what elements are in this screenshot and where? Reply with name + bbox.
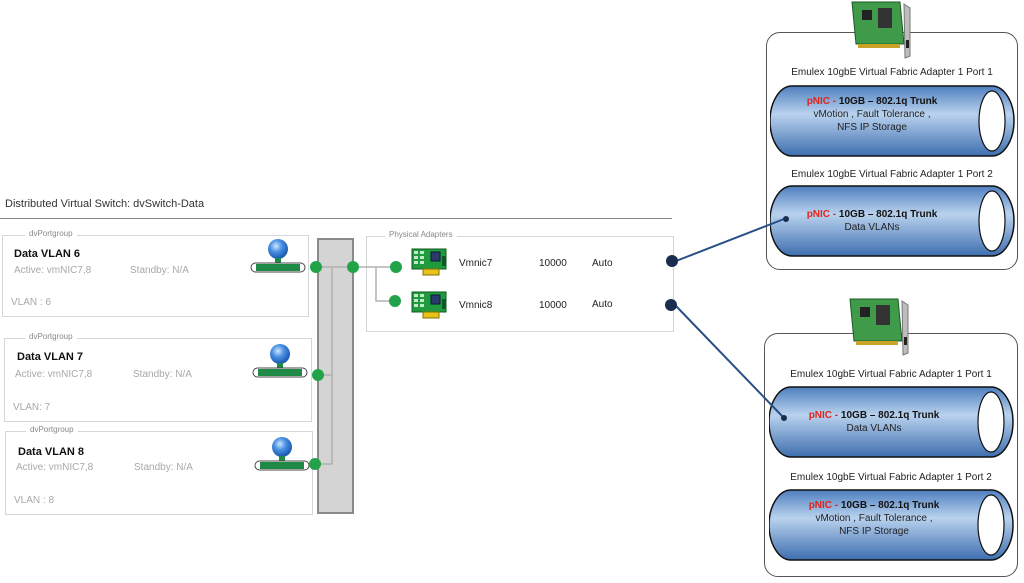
portgroup-name: Data VLAN 7 [17,351,84,363]
pnic-tag: pNIC [806,209,831,220]
pnic-usage: NFS IP Storage [839,526,909,537]
pnic-spec: 10GB – 802.1q Trunk [838,209,938,220]
portgroup-vlan: VLAN : 8 [14,495,55,506]
pnic-usage: vMotion , Fault Tolerance , [815,513,933,524]
adapter-label: Emulex 10gbE Virtual Fabric Adapter 1 Po… [790,472,992,483]
portgroup-icon [254,437,310,471]
portgroup-legend: dvPortgroup [26,425,78,434]
physical-adapters-panel: Physical Adapters Vmnic7 10000 Auto Vmni… [366,230,674,332]
adapter-label: Emulex 10gbE Virtual Fabric Adapter 1 Po… [790,369,992,380]
portgroup-active: Active: vmNIC7,8 [14,265,92,276]
portgroup-standby: Standby: N/A [133,369,192,380]
portgroup-vlan6[interactable]: dvPortgroup Data VLAN 6 Active: vmNIC7,8… [2,229,309,317]
portgroup-icon [252,344,308,378]
portgroup-vlan: VLAN : 6 [11,297,52,308]
portgroup-name: Data VLAN 8 [18,446,85,458]
portgroup-standby: Standby: N/A [134,462,193,473]
pnic-usage: NFS IP Storage [837,122,907,133]
host-2: Emulex 10gbE Virtual Fabric Adapter 1 Po… [764,333,1018,577]
pnic-pipe [769,386,1014,458]
pnic-usage: Data VLANs [844,222,900,233]
pnic-pipe-text: pNIC - 10GB – 802.1q Trunk vMotion , Fau… [769,499,979,538]
nic-duplex: Auto [592,258,613,269]
portgroup-name: Data VLAN 6 [14,248,81,260]
pnic-spec: 10GB – 802.1q Trunk [838,96,938,107]
adapter-label: Emulex 10gbE Virtual Fabric Adapter 1 Po… [791,169,993,180]
pnic-pipe [769,489,1014,561]
pci-card-icon [849,298,909,356]
pnic-pipe-text: pNIC - 10GB – 802.1q Trunk Data VLANs [769,409,979,435]
nic-speed: 10000 [539,300,567,311]
pnic-tag: pNIC [808,410,833,421]
portgroup-standby: Standby: N/A [130,265,189,276]
nic-speed: 10000 [539,258,567,269]
portgroup-vlan8[interactable]: dvPortgroup Data VLAN 8 Active: vmNIC7,8… [5,425,313,515]
pnic-pipe [770,185,1015,257]
pnic-spec: 10GB – 802.1q Trunk [840,500,940,511]
pnic-pipe-text: pNIC - 10GB – 802.1q Trunk Data VLANs [767,208,977,234]
portgroup-active: Active: vmNIC7,8 [15,369,93,380]
pnic-spec: 10GB – 802.1q Trunk [840,410,940,421]
physical-adapters-legend: Physical Adapters [385,230,457,239]
pnic-pipe-text: pNIC - 10GB – 802.1q Trunk vMotion , Fau… [767,95,977,134]
nic-duplex: Auto [592,299,613,310]
title-divider [0,218,672,219]
pnic-tag: pNIC [806,96,831,107]
pnic-tag: pNIC [808,500,833,511]
adapter-label: Emulex 10gbE Virtual Fabric Adapter 1 Po… [791,67,993,78]
host-1: Emulex 10gbE Virtual Fabric Adapter 1 Po… [766,32,1018,270]
pci-card-icon [851,1,911,59]
nic-card-icon [411,248,447,276]
nic-name: Vmnic8 [459,300,493,311]
portgroup-icon [250,239,306,273]
portgroup-legend: dvPortgroup [25,332,77,341]
portgroup-legend: dvPortgroup [25,229,77,238]
portgroup-vlan: VLAN: 7 [13,402,51,413]
nic-name: Vmnic7 [459,258,493,269]
portgroup-active: Active: vmNIC7,8 [16,462,94,473]
nic-card-icon [411,291,447,319]
portgroup-vlan7[interactable]: dvPortgroup Data VLAN 7 Active: vmNIC7,8… [4,332,312,422]
uplink-bar [317,238,354,514]
pnic-pipe [770,85,1015,157]
pnic-usage: vMotion , Fault Tolerance , [813,109,931,120]
switch-title: Distributed Virtual Switch: dvSwitch-Dat… [5,198,205,210]
pnic-usage: Data VLANs [846,423,902,434]
